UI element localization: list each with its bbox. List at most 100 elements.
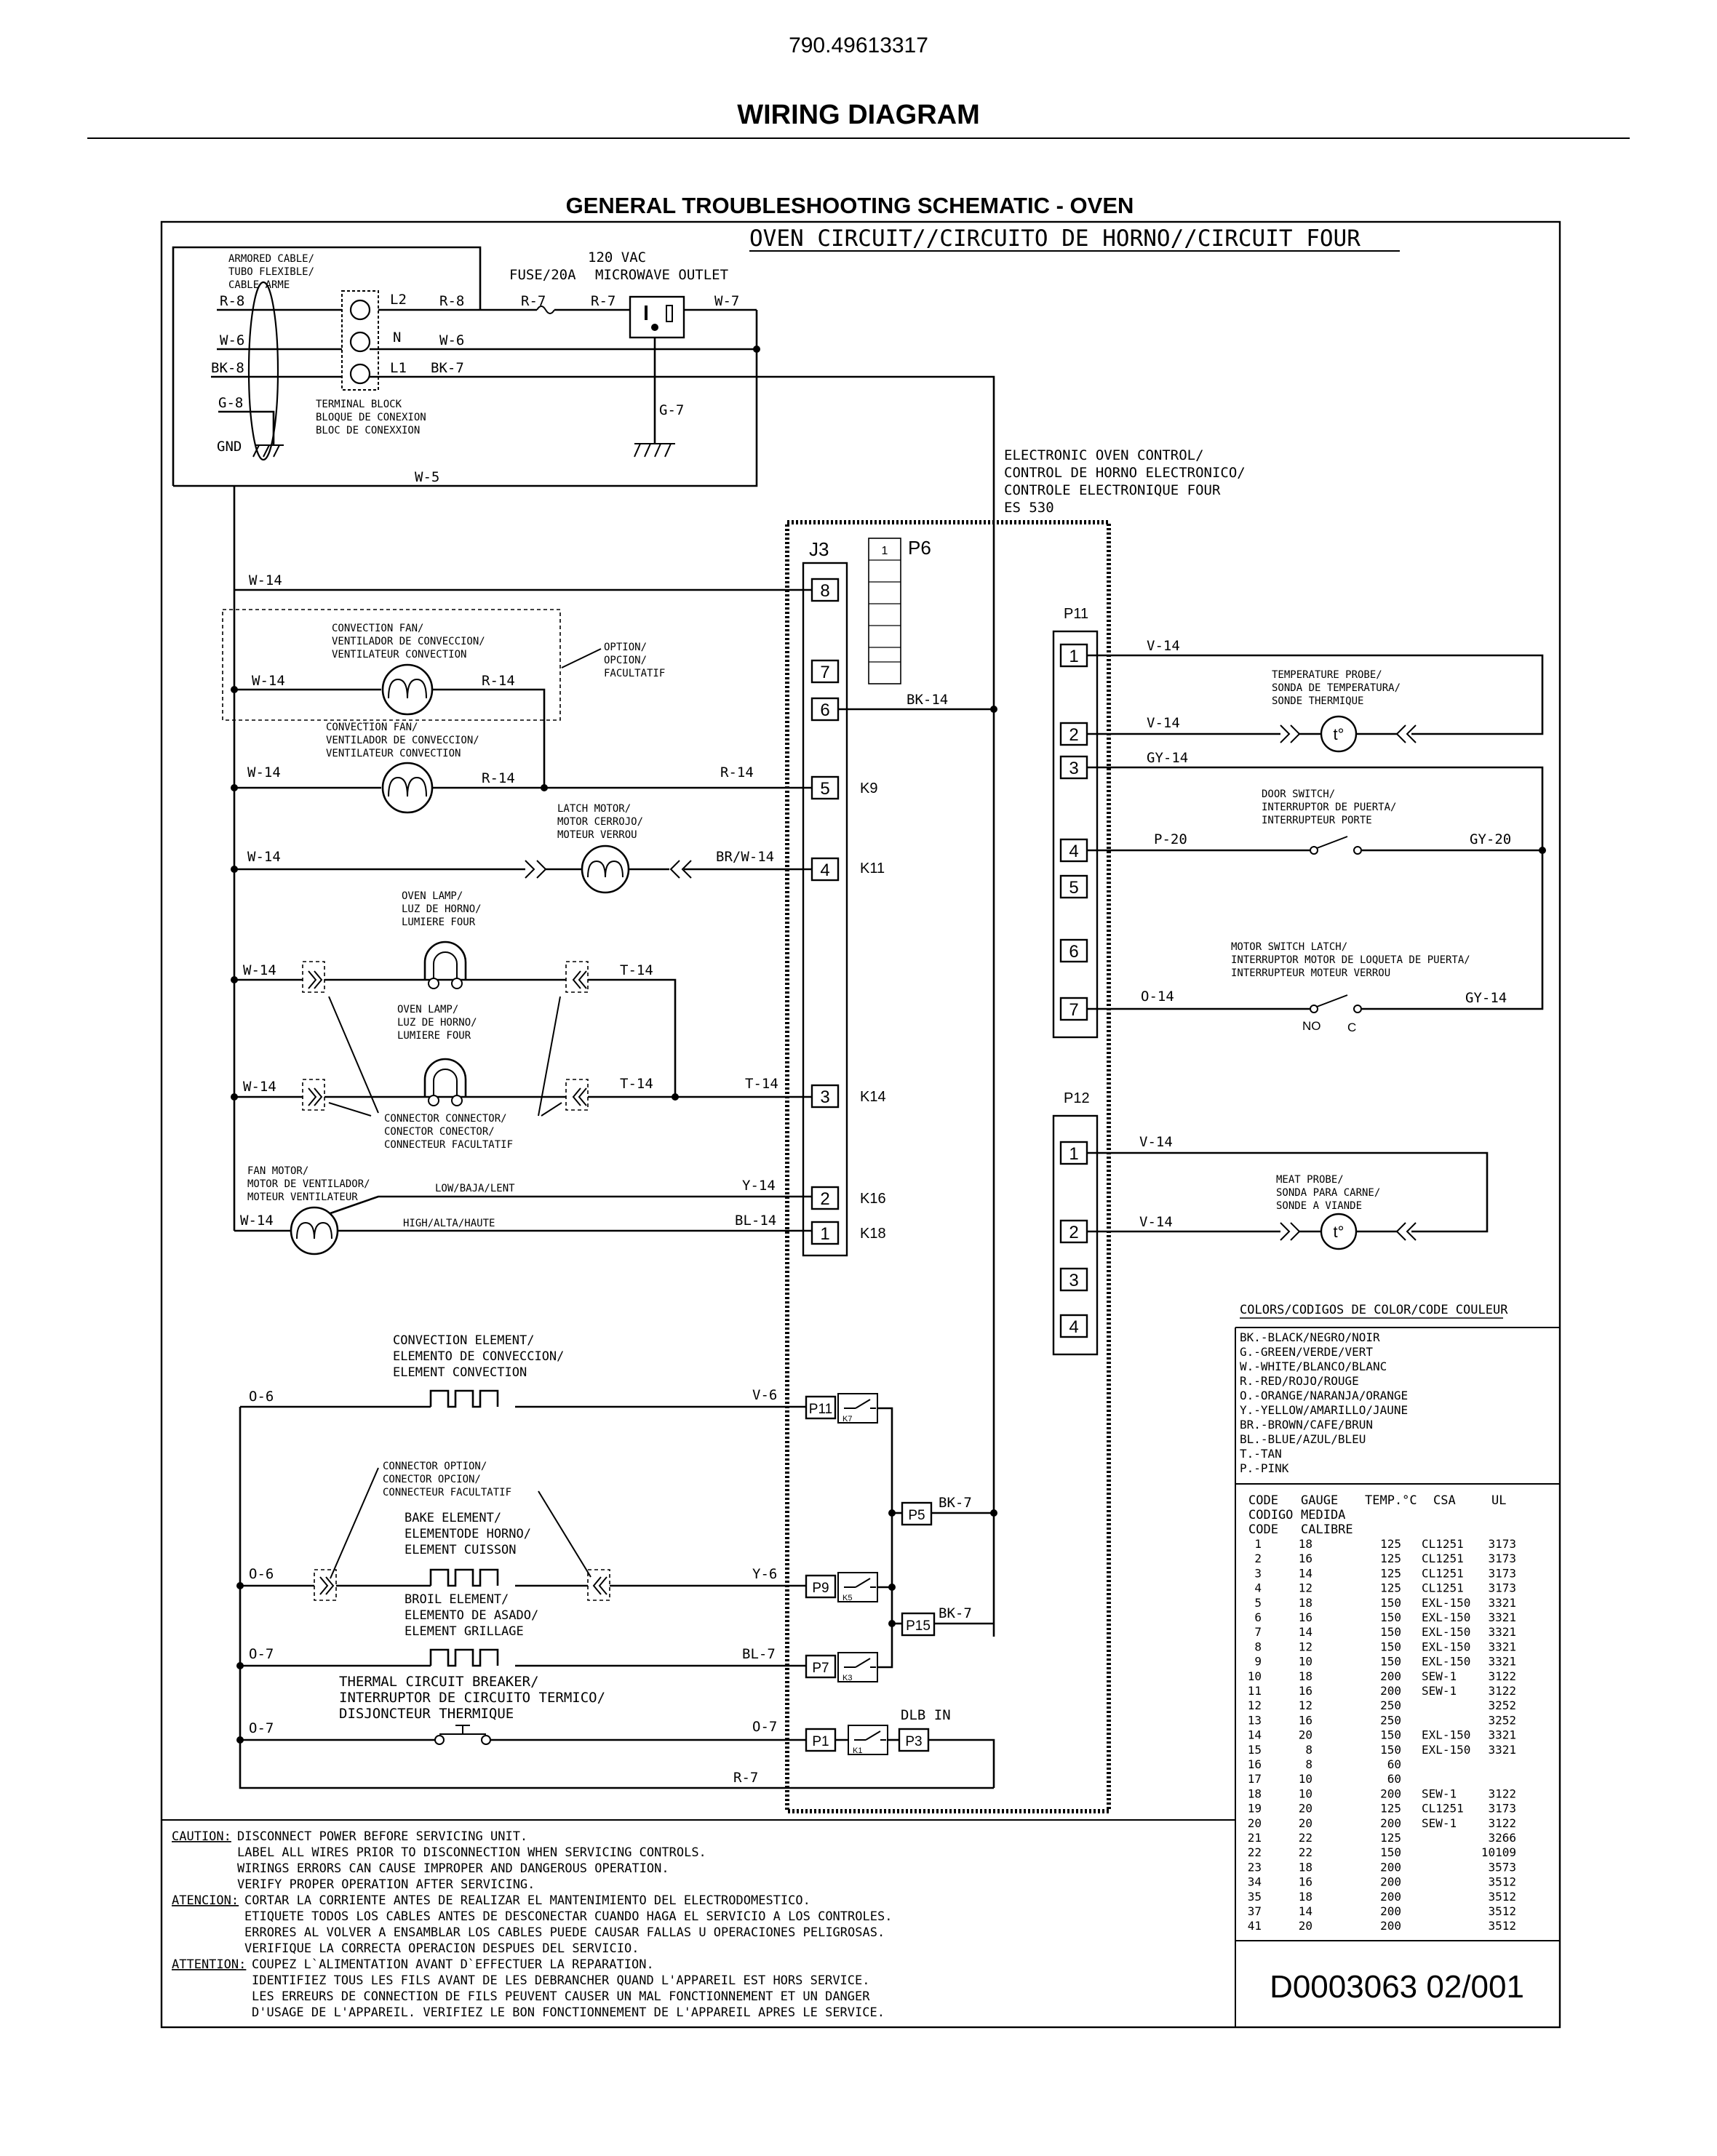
table-cell: 41 [1248, 1919, 1262, 1933]
wire-label-v14-p12-1: V-14 [1139, 1134, 1173, 1150]
table-cell: 6 [1254, 1610, 1262, 1624]
convection-fan-option [222, 609, 561, 721]
table-cell: 3122 [1488, 1669, 1516, 1683]
table-cell: CL1251 [1422, 1552, 1464, 1565]
convection-fan-label-1: CONVECTION FAN/ VENTILADOR DE CONVECCION… [332, 623, 485, 660]
wire-label-bk7-top: BK-7 [431, 360, 464, 376]
svg-text:VENTILADOR DE CONVECCION/: VENTILADOR DE CONVECCION/ [326, 735, 479, 746]
svg-text:ELEMENTO DE CONVECCION/: ELEMENTO DE CONVECCION/ [393, 1349, 564, 1364]
table-cell: 37 [1248, 1904, 1262, 1918]
relay-p9: P9 K5 [805, 1572, 878, 1602]
p11-pins: 1 2 3 4 5 6 7 [1059, 643, 1088, 1021]
svg-text:t°: t° [1334, 725, 1344, 743]
wire-label-o6-bake: O-6 [249, 1566, 274, 1582]
svg-text:LABEL ALL WIRES PRIOR TO DISCO: LABEL ALL WIRES PRIOR TO DISCONNECTION W… [237, 1845, 706, 1860]
wire-label-w7: W-7 [714, 293, 739, 309]
svg-text:ELEMENTODE HORNO/: ELEMENTODE HORNO/ [405, 1527, 531, 1541]
wire-label-o6-conv: O-6 [249, 1389, 274, 1405]
oven-lamp-1 [423, 941, 467, 989]
svg-text:VENTILATEUR CONVECTION: VENTILATEUR CONVECTION [332, 649, 466, 660]
wire-label-g8: G-8 [218, 395, 243, 411]
svg-text:K7: K7 [842, 1415, 852, 1424]
p11-connector [1052, 630, 1099, 1039]
table-cell: 22 [1299, 1831, 1312, 1845]
wire-label-r7-top: R-7 [521, 293, 546, 309]
svg-text:1: 1 [1069, 1144, 1078, 1164]
table-cell: EXL-150 [1422, 1743, 1470, 1757]
svg-text:K9: K9 [860, 780, 877, 796]
table-cell: 150 [1380, 1625, 1401, 1639]
table-cell: 12 [1299, 1698, 1312, 1712]
wire-label-r14-fan2: R-14 [482, 770, 515, 786]
table-cell: 8 [1254, 1640, 1262, 1653]
svg-text:K14: K14 [860, 1089, 886, 1105]
table-cell: 200 [1380, 1890, 1401, 1904]
wire-label-w14-lamp1: W-14 [243, 962, 276, 978]
svg-text:ETIQUETE TODOS LOS CABLES ANTE: ETIQUETE TODOS LOS CABLES ANTES DE DESCO… [244, 1909, 892, 1924]
latch-motor-label: LATCH MOTOR/ MOTOR CERROJO/ MOTEUR VERRO… [557, 803, 643, 841]
table-cell: CL1251 [1422, 1537, 1464, 1551]
wire-label-v14-p12-2: V-14 [1139, 1214, 1173, 1230]
fuse-label: FUSE/20A [509, 267, 576, 283]
convection-fan-1 [381, 663, 434, 716]
table-cell: 200 [1380, 1669, 1401, 1683]
table-cell: 16 [1299, 1552, 1312, 1565]
table-cell: 3173 [1488, 1552, 1516, 1565]
table-cell: 3321 [1488, 1728, 1516, 1742]
svg-text:K18: K18 [860, 1226, 886, 1242]
svg-text:CONVECTION ELEMENT/: CONVECTION ELEMENT/ [393, 1333, 534, 1348]
p12-connector [1052, 1114, 1099, 1356]
wire-label-v14-p11-1: V-14 [1147, 638, 1180, 654]
table-cell: 23 [1248, 1860, 1262, 1874]
wire-label-t14-lamp1: T-14 [620, 962, 653, 978]
table-cell: 150 [1380, 1655, 1401, 1669]
svg-text:CODE: CODE [1248, 1522, 1278, 1537]
svg-text:3: 3 [1069, 1271, 1078, 1290]
svg-text:MOTOR DE VENTILADOR/: MOTOR DE VENTILADOR/ [247, 1178, 370, 1190]
table-cell: 3252 [1488, 1713, 1516, 1727]
table-cell: 8 [1305, 1757, 1312, 1771]
table-cell: 17 [1248, 1772, 1262, 1786]
wire-label-r8-in: R-8 [220, 293, 244, 309]
table-cell: 8 [1305, 1743, 1312, 1757]
color-code-item: BR.-BROWN/CAFE/BRUN [1240, 1418, 1373, 1432]
table-cell: 9 [1254, 1655, 1262, 1669]
wire-label-t14-pin3: T-14 [745, 1076, 778, 1092]
wire-bk7-main [370, 375, 995, 518]
svg-text:WIRINGS ERRORS CAN CAUSE IMPRO: WIRINGS ERRORS CAN CAUSE IMPROPER AND DA… [237, 1861, 669, 1876]
table-cell: 125 [1380, 1802, 1401, 1816]
page-title: WIRING DIAGRAM [737, 100, 980, 130]
svg-text:COUPEZ L`ALIMENTATION AVANT D`: COUPEZ L`ALIMENTATION AVANT D`EFFECTUER … [252, 1957, 654, 1972]
terminal-label-l1: L1 [390, 360, 407, 376]
terminal-n [349, 331, 371, 353]
svg-text:7: 7 [1069, 1000, 1078, 1020]
svg-text:ELEMENTO DE ASADO/: ELEMENTO DE ASADO/ [405, 1608, 538, 1623]
table-cell: 16 [1299, 1713, 1312, 1727]
svg-text:6: 6 [1069, 942, 1078, 962]
svg-text:VERIFY PROPER OPERATION AFTER: VERIFY PROPER OPERATION AFTER SERVICING. [237, 1877, 535, 1892]
thermal-breaker-label: THERMAL CIRCUIT BREAKER/ INTERRUPTOR DE … [339, 1674, 605, 1722]
schematic-title: GENERAL TROUBLESHOOTING SCHEMATIC - OVEN [566, 193, 1134, 218]
broil-element-label: BROIL ELEMENT/ ELEMENTO DE ASADO/ ELEMEN… [405, 1592, 538, 1639]
relay-p7: P7 K3 [805, 1652, 878, 1682]
svg-text:P7: P7 [812, 1661, 829, 1676]
svg-text:BAKE ELEMENT/: BAKE ELEMENT/ [405, 1511, 501, 1525]
svg-text:SONDA DE TEMPERATURA/: SONDA DE TEMPERATURA/ [1272, 682, 1401, 694]
svg-text:THERMAL CIRCUIT BREAKER/: THERMAL CIRCUIT BREAKER/ [339, 1674, 539, 1690]
table-cell: 3573 [1488, 1860, 1516, 1874]
color-code-item: T.-TAN [1240, 1447, 1282, 1461]
thermal-circuit-breaker [434, 1725, 491, 1745]
gauge-table-headers: CODE GAUGE TEMP.°C CSA UL CODIGO MEDIDA … [1248, 1493, 1506, 1537]
table-cell: 14 [1248, 1728, 1262, 1742]
svg-text:K1: K1 [853, 1746, 862, 1755]
svg-text:MOTEUR VERROU: MOTEUR VERROU [557, 829, 637, 841]
svg-text:3: 3 [820, 1087, 829, 1107]
svg-text:TEMPERATURE PROBE/: TEMPERATURE PROBE/ [1272, 669, 1382, 681]
wire-label-w14-fan1: W-14 [252, 673, 285, 689]
convection-element-label: CONVECTION ELEMENT/ ELEMENTO DE CONVECCI… [393, 1333, 564, 1380]
table-cell: EXL-150 [1422, 1640, 1470, 1653]
